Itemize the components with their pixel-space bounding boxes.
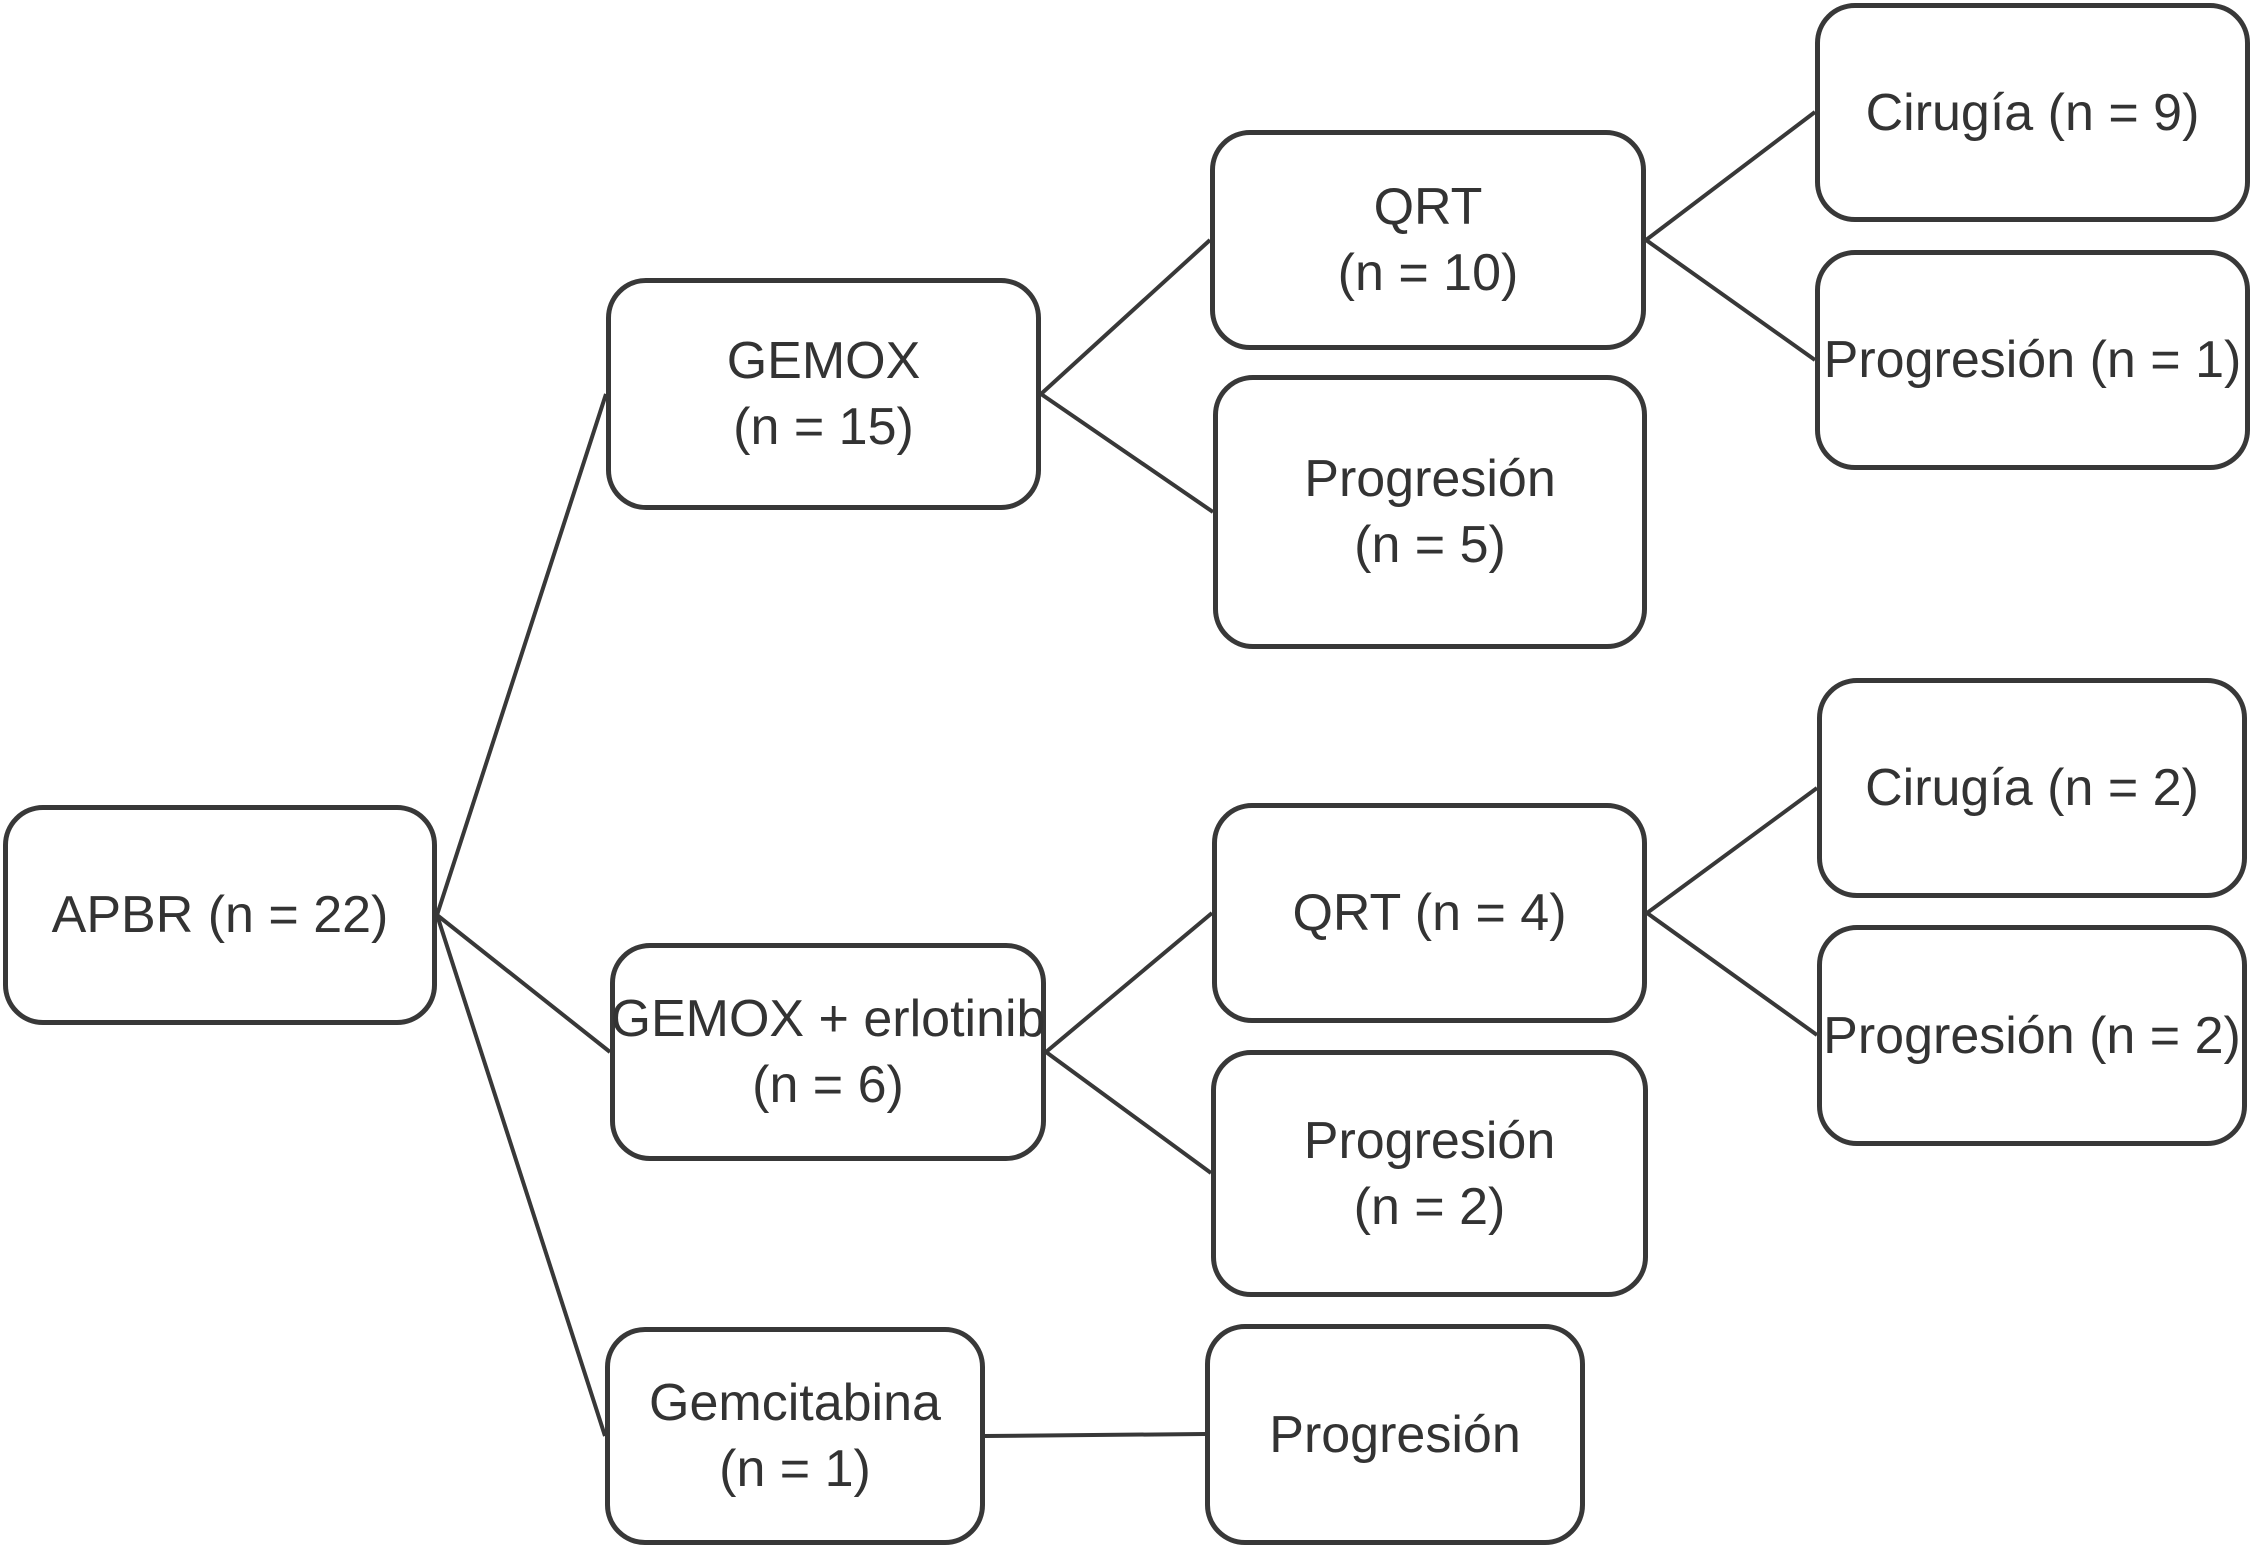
edge-qrt4-prog2 [1645,911,1819,1037]
node-cirugia-2-label: Cirugía (n = 2) [1865,759,2199,817]
edge-gemox-prog5 [1039,392,1215,514]
node-qrt4: QRT (n = 4) [1212,803,1647,1023]
node-gemcitabina-label-line2: (n = 1) [719,1440,871,1498]
node-cirugia-2: Cirugía (n = 2) [1817,678,2247,898]
edge-gemcitabina-progresion [984,1432,1206,1438]
edge-qrt10-prog1 [1644,238,1817,362]
node-gemox-erlotinib-label-line1: GEMOX + erlotinib [610,990,1046,1048]
node-progresion-1: Progresión (n = 1) [1815,250,2250,470]
edge-apbr-gemox-erlotinib [435,913,612,1054]
edge-apbr-gemcitabina [435,914,607,1437]
node-qrt4-label: QRT (n = 4) [1292,884,1567,942]
node-progresion-bottom: Progresión [1205,1324,1585,1545]
node-qrt10-label-line1: QRT [1373,178,1483,236]
edge-qrt10-cirugia9 [1644,110,1817,242]
edge-gemox-erlotinib-qrt4 [1044,911,1214,1054]
edge-gemox-erlotinib-prog2 [1044,1050,1213,1175]
edge-apbr-gemox [435,393,608,916]
node-gemox-label-line2: (n = 15) [733,398,914,456]
node-apbr: APBR (n = 22) [3,805,437,1025]
node-progresion-bottom-label: Progresión [1269,1405,1521,1464]
node-progresion-1-label: Progresión (n = 1) [1823,331,2242,389]
node-cirugia-9-label: Cirugía (n = 9) [1865,83,2200,142]
node-progresion-5-label-line2: (n = 5) [1354,516,1506,574]
node-gemcitabina: Gemcitabina (n = 1) [605,1327,985,1545]
node-gemox: GEMOX (n = 15) [606,278,1041,510]
node-progresion-5-label-line1: Progresión [1304,450,1556,508]
node-progresion-2-mid: Progresión (n = 2) [1211,1050,1648,1297]
node-gemcitabina-label-line1: Gemcitabina [649,1374,941,1432]
node-gemox-erlotinib: GEMOX + erlotinib (n = 6) [610,943,1046,1161]
node-gemox-erlotinib-label-line2: (n = 6) [752,1056,904,1114]
node-progresion-2-right-label: Progresión (n = 2) [1823,1006,2241,1065]
node-progresion-2-right: Progresión (n = 2) [1817,925,2247,1146]
node-gemox-label-line1: GEMOX [726,332,921,390]
node-progresion-5: Progresión (n = 5) [1213,375,1647,649]
node-qrt10: QRT (n = 10) [1210,130,1646,350]
edge-qrt4-cirugia2 [1645,786,1819,915]
node-progresion-2-mid-label-line2: (n = 2) [1353,1177,1506,1236]
node-apbr-label: APBR (n = 22) [51,886,389,944]
node-progresion-2-mid-label-line1: Progresión [1303,1111,1556,1170]
edge-gemox-qrt10 [1039,238,1212,396]
node-qrt10-label-line2: (n = 10) [1337,244,1519,302]
node-cirugia-9: Cirugía (n = 9) [1815,3,2250,222]
